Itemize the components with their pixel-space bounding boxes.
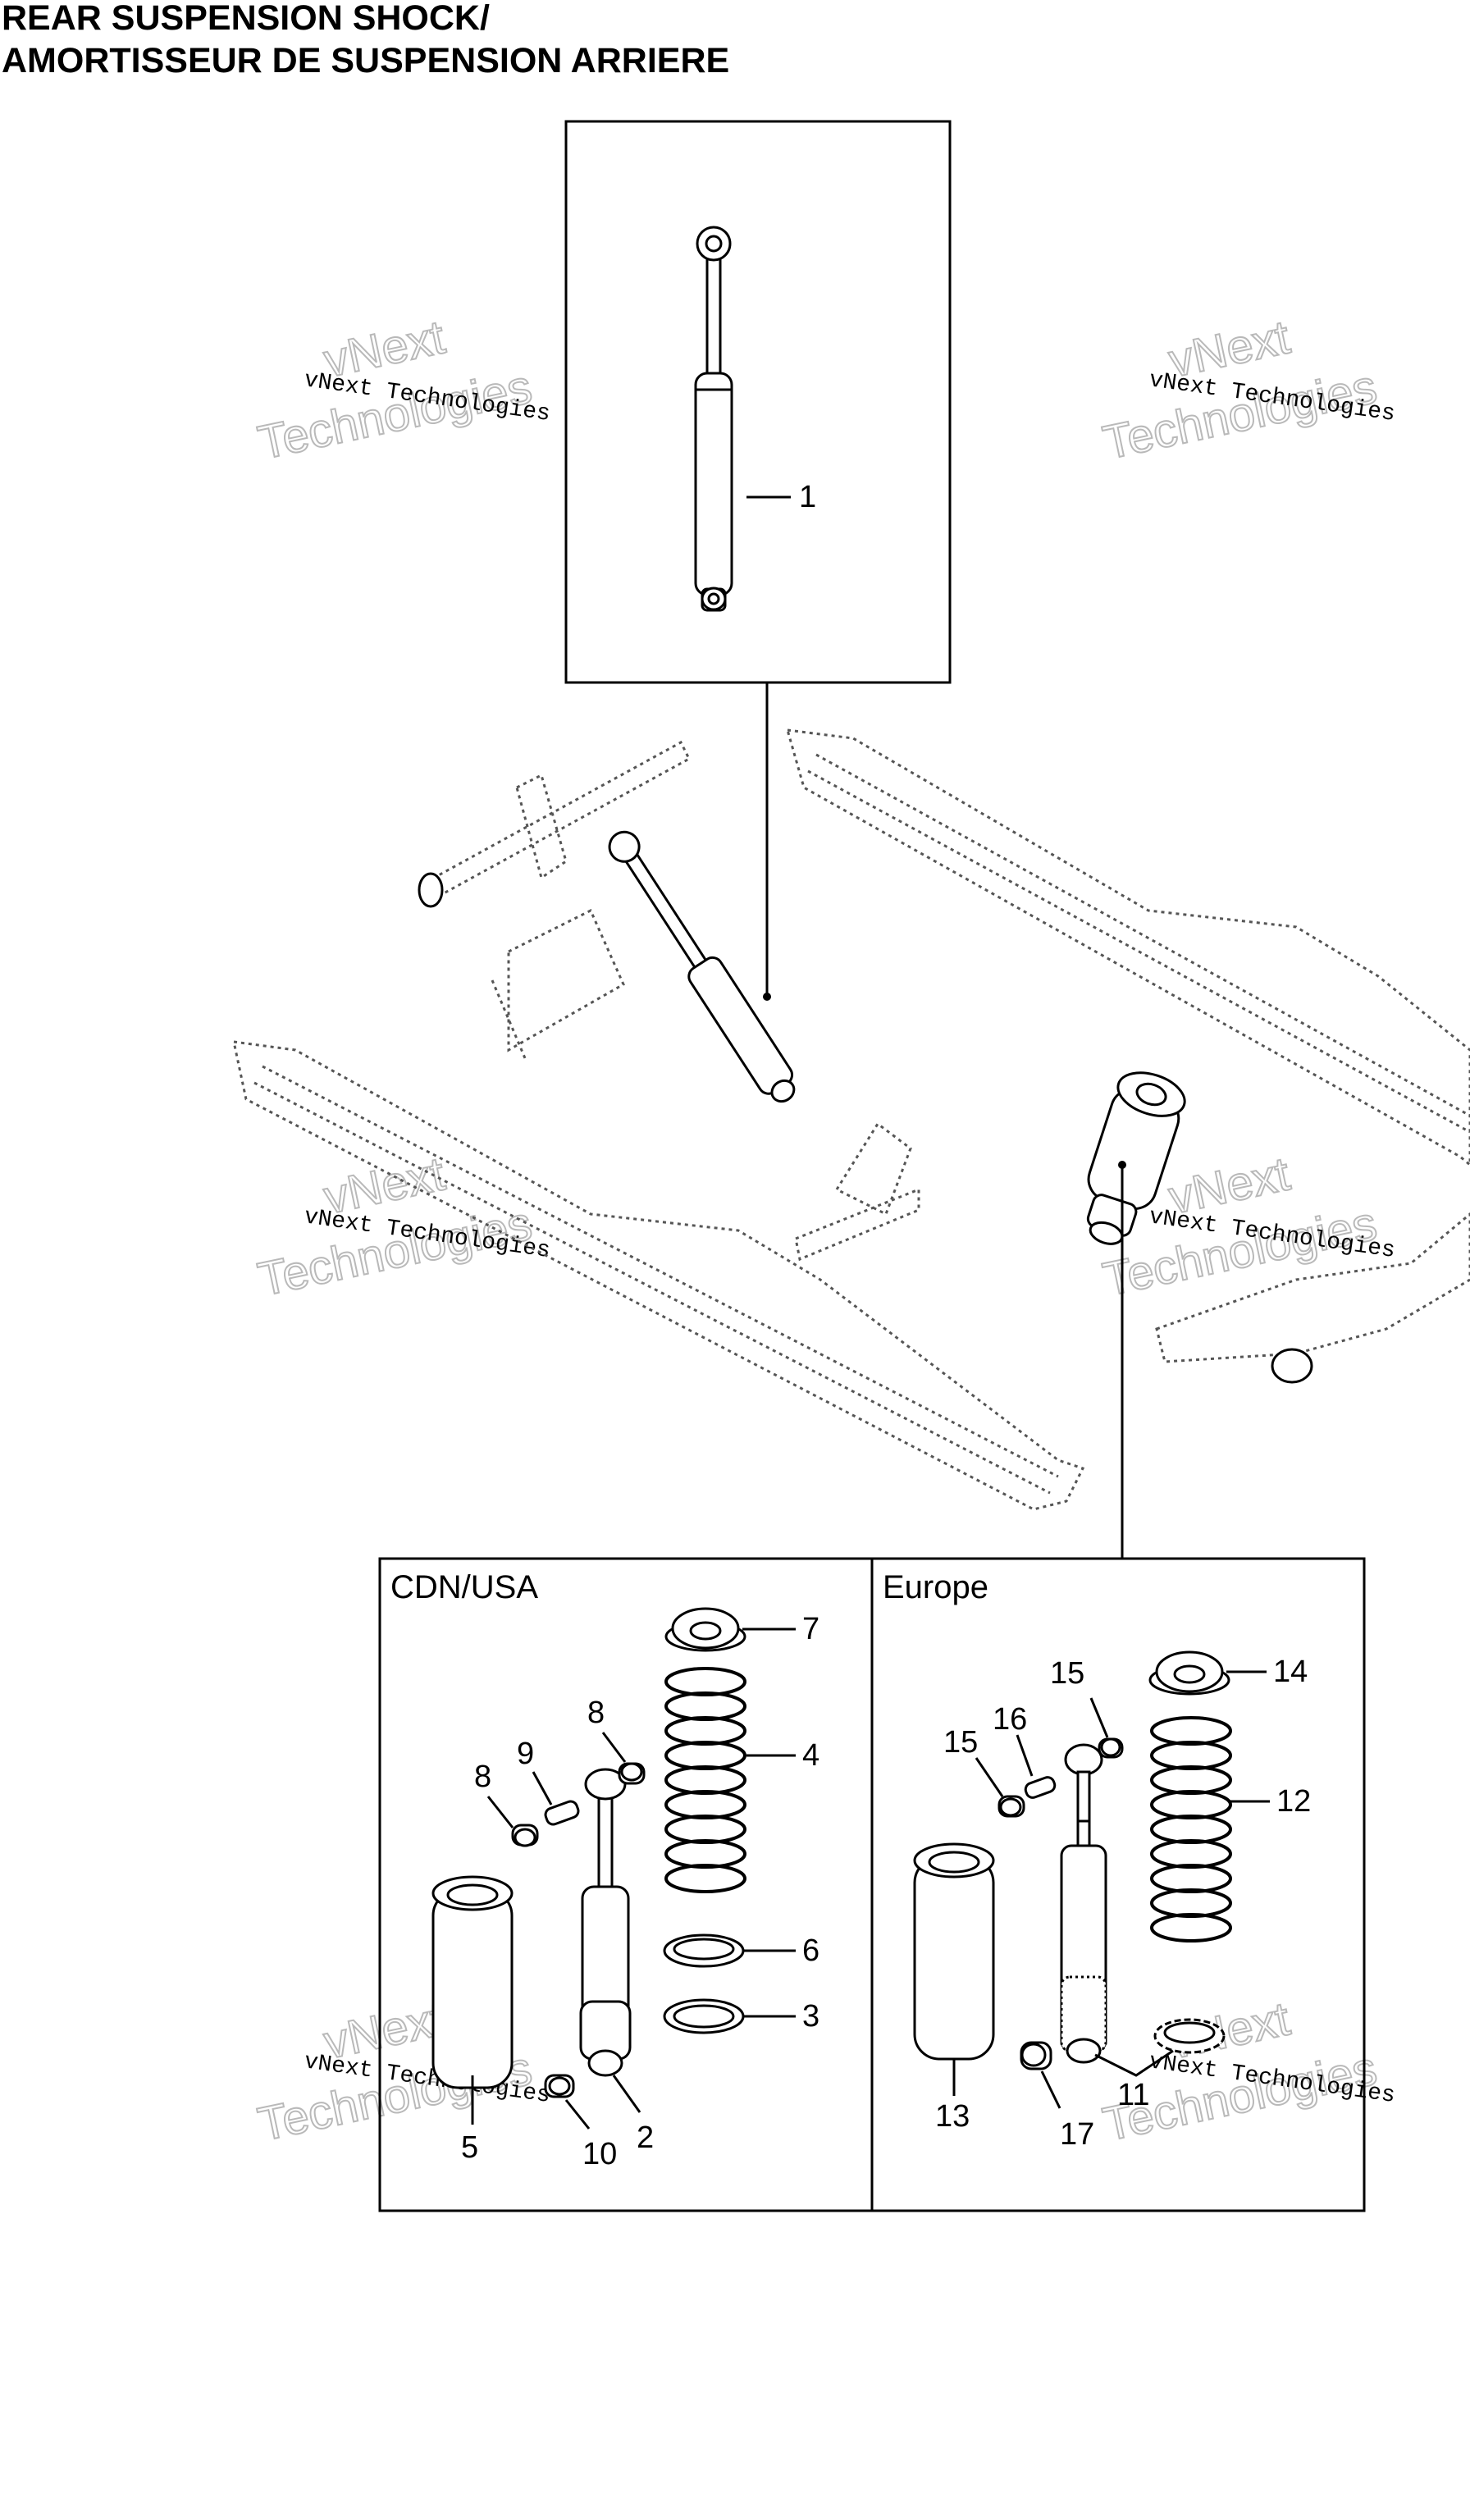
callout-9: 9 [517, 1737, 534, 1771]
callout-15-upper: 15 [1050, 1656, 1084, 1691]
leader-9 [532, 1771, 553, 1806]
callout-16: 16 [993, 1702, 1027, 1737]
callout-15-lower: 15 [943, 1725, 978, 1760]
callout-2: 2 [637, 2121, 654, 2155]
watermark-top-left: vNext Technologies vNext Technologies [253, 309, 551, 470]
shock-absorber-illustration [694, 226, 733, 612]
callout-14: 14 [1273, 1655, 1308, 1689]
leader-11 [1094, 2049, 1174, 2077]
callout-12: 12 [1276, 1784, 1311, 1819]
watermark-middle-left: vNext Technologies vNext Technologies [253, 1146, 551, 1307]
callout-17: 17 [1060, 2117, 1094, 2152]
rear-suspension-assembly-illustration [232, 728, 1470, 1511]
callout-10: 10 [582, 2137, 617, 2171]
callout-6: 6 [802, 1933, 819, 1968]
callout-5: 5 [461, 2130, 478, 2165]
europe-parts-illustration [913, 1650, 1232, 2070]
watermark-top-right: vNext Technologies vNext Technologies [1098, 309, 1396, 470]
leader-16 [1016, 1734, 1034, 1777]
callout-7: 7 [802, 1612, 819, 1646]
diagram-title: REAR SUSPENSION SHOCK/ AMORTISSEUR DE SU… [2, 0, 729, 82]
leader-15-upper [1089, 1697, 1109, 1738]
leader-8-upper [601, 1732, 627, 1763]
callout-3: 3 [802, 1999, 819, 2034]
leader-10 [564, 2099, 591, 2130]
callout-8-upper: 8 [587, 1696, 605, 1730]
title-line-english: REAR SUSPENSION SHOCK/ [2, 0, 490, 38]
region-label-europe: Europe [883, 1569, 988, 1605]
title-line-french: AMORTISSEUR DE SUSPENSION ARRIERE [2, 41, 730, 80]
detail-box-shock-1 [564, 120, 952, 684]
callout-11: 11 [1117, 2078, 1149, 2112]
callout-13: 13 [935, 2099, 970, 2134]
leader-17 [1040, 2070, 1061, 2109]
leader-15-lower [975, 1757, 1004, 1797]
callout-8-lower: 8 [474, 1760, 491, 1794]
callout-1: 1 [799, 480, 816, 514]
leader-2 [612, 2075, 641, 2113]
leader-8-lower [486, 1796, 514, 1828]
region-label-cdn-usa: CDN/USA [390, 1569, 538, 1605]
cdn-usa-parts-illustration [431, 1607, 746, 2098]
callout-4: 4 [802, 1738, 819, 1773]
